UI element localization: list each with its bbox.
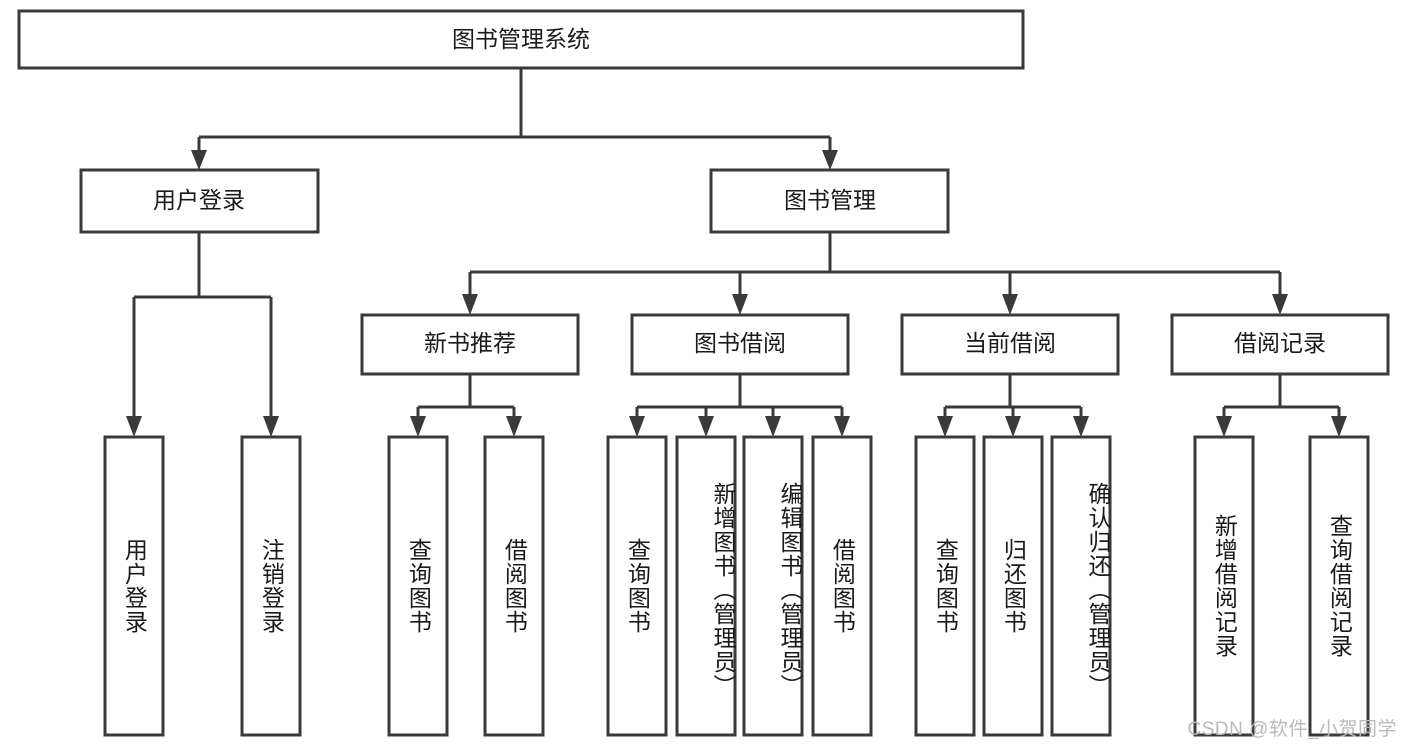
node-book-manage-box[interactable]: [709, 168, 950, 234]
arrow-head-nb-leaf-2: [506, 416, 522, 437]
node-root[interactable]: 图书管理系统: [17, 9, 1025, 70]
arrow-head-nb-leaf-1: [410, 416, 426, 437]
node-user-login-box[interactable]: [79, 168, 320, 234]
arrow-head-cb-leaf-1: [937, 416, 953, 437]
node-current-borrow[interactable]: 当前借阅: [900, 313, 1120, 376]
node-new-book-recommend[interactable]: 新书推荐: [360, 313, 580, 376]
connector-newbook-to-leaves: [410, 374, 522, 437]
leaf-box-book-borrow-2[interactable]: [675, 435, 737, 737]
leaf-box-new-book-2[interactable]: [483, 435, 545, 737]
arrow-head-bb-leaf-2: [698, 416, 714, 437]
node-root-label: 图书管理系统: [452, 26, 590, 52]
leaf-box-user-login-1[interactable]: [103, 435, 165, 737]
node-current-borrow-label: 当前借阅: [964, 330, 1056, 356]
leaf-box-current-borrow-1[interactable]: [914, 435, 976, 737]
node-borrow-record-label: 借阅记录: [1234, 330, 1326, 356]
node-current-borrow-box[interactable]: [900, 313, 1120, 376]
node-book-borrow-box[interactable]: [630, 313, 850, 376]
leaf-box-book-borrow-3[interactable]: [742, 435, 804, 737]
arrow-head-bb-leaf-3: [765, 416, 781, 437]
arrow-head-br-leaf-2: [1331, 416, 1347, 437]
arrow-head-cb-leaf-2: [1005, 416, 1021, 437]
node-book-manage[interactable]: 图书管理: [709, 168, 950, 234]
node-book-manage-label: 图书管理: [784, 187, 876, 213]
arrow-head-bb-leaf-4: [834, 416, 850, 437]
arrow-head-book-manage: [822, 150, 838, 170]
connector-root-to-level2: [191, 68, 838, 170]
leaf-box-current-borrow-3[interactable]: [1050, 435, 1112, 737]
arrow-head-br-leaf-1: [1216, 416, 1232, 437]
arrow-head-new-book: [462, 294, 478, 315]
connector-borrowrecord-to-leaves: [1216, 374, 1347, 437]
arrow-head-book-borrow: [732, 294, 748, 315]
arrow-head-cb-leaf-3: [1073, 416, 1089, 437]
leaf-box-new-book-1[interactable]: [387, 435, 449, 737]
arrow-head-bb-leaf-1: [629, 416, 645, 437]
leaf-box-borrow-record-2[interactable]: [1308, 435, 1370, 737]
connector-currentborrow-to-leaves: [937, 374, 1089, 437]
arrow-head-user-login: [191, 150, 207, 170]
leaf-box-book-borrow-4[interactable]: [811, 435, 873, 737]
arrow-head-current-borrow: [1002, 294, 1018, 315]
node-book-borrow-label: 图书借阅: [694, 330, 786, 356]
arrow-head-borrow-record: [1272, 294, 1288, 315]
node-user-login[interactable]: 用户登录: [79, 168, 320, 234]
leaf-box-user-login-2[interactable]: [240, 435, 302, 737]
node-new-book-recommend-box[interactable]: [360, 313, 580, 376]
node-new-book-recommend-label: 新书推荐: [424, 330, 516, 356]
node-book-borrow[interactable]: 图书借阅: [630, 313, 850, 376]
node-user-login-label: 用户登录: [153, 187, 245, 213]
connector-bookborrow-to-leaves: [629, 374, 850, 437]
connector-userlogin-to-leaves: [126, 232, 279, 437]
node-borrow-record-box[interactable]: [1170, 313, 1390, 376]
leaf-box-current-borrow-2[interactable]: [982, 435, 1044, 737]
node-root-box[interactable]: [17, 9, 1025, 70]
leaf-box-borrow-record-1[interactable]: [1193, 435, 1255, 737]
connector-bookmanage-to-level3: [462, 232, 1288, 315]
arrow-head-leaf-logout: [263, 416, 279, 437]
node-borrow-record[interactable]: 借阅记录: [1170, 313, 1390, 376]
watermark-text: CSDN @软件_小贺同学: [1187, 719, 1397, 740]
leaf-box-book-borrow-1[interactable]: [606, 435, 668, 737]
arrow-head-leaf-user-login: [126, 416, 142, 437]
